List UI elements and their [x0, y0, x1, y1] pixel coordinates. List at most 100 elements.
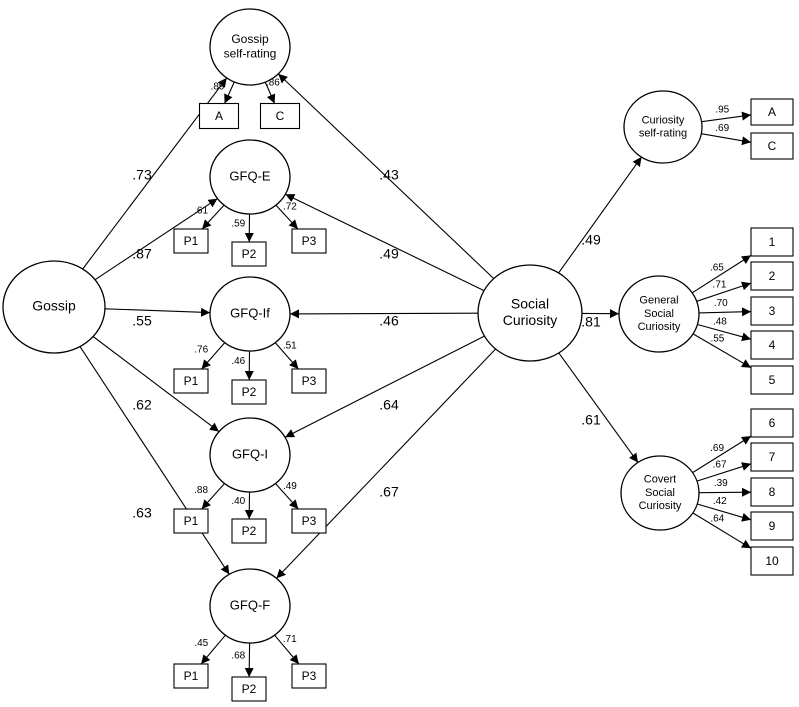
- gossip-self-rating-indicator-1-box: [198, 102, 240, 130]
- path-gossip-to-gfq-if-loading: .55: [132, 313, 152, 329]
- gfq-e-indicator-3-arrow: [275, 204, 299, 230]
- path-social-curiosity-to-gfq-if-loading: .46: [379, 313, 399, 329]
- node-gfq-i-label: GFQ-I: [232, 446, 268, 461]
- general-social-curiosity-indicator-5-label: 5: [769, 373, 776, 387]
- gfq-i-indicator-3-loading: .49: [283, 481, 297, 492]
- gfq-i-indicator-1-arrow: [201, 483, 225, 510]
- gfq-f-indicator-1-box: [173, 663, 209, 689]
- gfq-e-indicator-2: P2: [231, 241, 267, 267]
- edges-layer: [79, 73, 752, 678]
- gfq-f-indicator-2: P2: [231, 676, 267, 702]
- node-covert-social-curiosity-label-line-1: Covert: [644, 474, 676, 486]
- gfq-if-indicator-2-loading: .46: [231, 356, 245, 367]
- general-social-curiosity-indicator-5-loading: .55: [710, 334, 724, 345]
- path-social-curiosity-to-gossip-self-rating-arrow: [277, 73, 495, 279]
- general-social-curiosity-indicator-4: 4: [750, 330, 794, 360]
- gfq-e-indicator-1-box: [173, 228, 209, 254]
- gfq-i-indicator-2-loading: .40: [231, 496, 245, 507]
- gfq-if-indicator-2: P2: [231, 379, 267, 405]
- covert-social-curiosity-indicator-3-arrow: [698, 487, 752, 497]
- curiosity-self-rating-indicator-2-loading: .69: [715, 123, 729, 134]
- path-gossip-to-gfq-e-arrow: [94, 198, 218, 281]
- gfq-if-indicator-3-loading: .51: [283, 340, 297, 351]
- node-gossip-label: Gossip: [32, 298, 76, 314]
- covert-social-curiosity-indicator-1-arrow: [692, 435, 752, 474]
- path-gossip-to-gfq-if-arrow: [104, 307, 211, 317]
- path-social-curiosity-to-covert-social-curiosity-loading: .61: [581, 412, 601, 428]
- general-social-curiosity-indicator-5-box: [750, 365, 794, 395]
- node-gfq-if-shape: [209, 276, 291, 352]
- gossip-self-rating-indicator-1-label: A: [215, 109, 223, 123]
- gfq-if-indicator-1-box: [173, 368, 209, 394]
- path-gossip-to-gfq-f-arrow: [79, 346, 230, 575]
- general-social-curiosity-indicator-1: 1: [750, 227, 794, 257]
- gfq-i-indicator-1: P1: [173, 508, 209, 534]
- gossip-self-rating-indicator-1-loading: .89: [211, 81, 225, 92]
- curiosity-self-rating-indicator-1-box: [750, 98, 794, 126]
- gfq-e-indicator-1: P1: [173, 228, 209, 254]
- covert-social-curiosity-indicator-2-box: [750, 442, 794, 472]
- general-social-curiosity-indicator-4-box: [750, 330, 794, 360]
- curiosity-self-rating-indicator-2-arrow: [701, 133, 752, 146]
- node-gfq-f: GFQ-F: [209, 568, 291, 644]
- covert-social-curiosity-indicator-4-box: [750, 511, 794, 541]
- gfq-f-indicator-2-label: P2: [242, 682, 257, 696]
- node-gfq-e-shape: [209, 139, 291, 215]
- covert-social-curiosity-indicator-1-label: 6: [769, 416, 776, 430]
- covert-social-curiosity-indicator-5-arrow: [692, 512, 752, 549]
- gfq-f-indicator-1-label: P1: [184, 669, 199, 683]
- gfq-e-indicator-2-label: P2: [242, 247, 257, 261]
- general-social-curiosity-indicator-3-loading: .70: [714, 298, 728, 309]
- path-social-curiosity-to-gfq-f-arrow: [276, 348, 496, 579]
- general-social-curiosity-indicator-3: 3: [750, 296, 794, 326]
- general-social-curiosity-indicator-3-arrow: [698, 307, 752, 317]
- gfq-i-indicator-3-arrow: [275, 483, 299, 510]
- general-social-curiosity-indicator-2-label: 2: [769, 269, 776, 283]
- gfq-i-indicator-1-loading: .88: [194, 485, 208, 496]
- node-general-social-curiosity-label-line-1: General: [639, 295, 678, 307]
- node-gfq-e-label: GFQ-E: [229, 168, 270, 183]
- gfq-f-indicator-1-arrow: [200, 634, 226, 665]
- gfq-e-indicator-3: P3: [291, 228, 327, 254]
- node-covert-social-curiosity-label-line-3: Curiosity: [639, 500, 682, 512]
- covert-social-curiosity-indicator-3-loading: .39: [714, 478, 728, 489]
- path-social-curiosity-to-gfq-if-arrow: [289, 309, 479, 319]
- gfq-e-indicator-1-label: P1: [184, 234, 199, 248]
- gfq-f-indicator-2-loading: .68: [231, 651, 245, 662]
- gfq-e-indicator-1-arrow: [201, 204, 225, 230]
- general-social-curiosity-indicator-4-arrow: [697, 323, 752, 342]
- gfq-f-indicator-3: P3: [291, 663, 327, 689]
- path-social-curiosity-to-gfq-i-loading: .64: [379, 397, 399, 413]
- gfq-f-indicator-2-arrow: [244, 642, 254, 678]
- covert-social-curiosity-indicator-1: 6: [750, 408, 794, 438]
- covert-social-curiosity-indicator-3-label: 8: [769, 485, 776, 499]
- node-gossip-shape: [2, 260, 106, 354]
- gfq-e-indicator-3-label: P3: [302, 234, 317, 248]
- curiosity-self-rating-indicator-2-label: C: [768, 139, 777, 153]
- general-social-curiosity-indicator-2: 2: [750, 261, 794, 291]
- node-covert-social-curiosity-label-line-2: Social: [645, 487, 675, 499]
- covert-social-curiosity-indicator-2-label: 7: [769, 450, 776, 464]
- node-gfq-i-shape: [209, 417, 291, 493]
- covert-social-curiosity-indicator-2-loading: .67: [713, 459, 727, 470]
- gfq-if-indicator-3: P3: [291, 368, 327, 394]
- gossip-self-rating-indicator-2-label: C: [276, 109, 285, 123]
- path-gossip-to-gfq-i-loading: .62: [132, 397, 152, 413]
- gossip-self-rating-indicator-1-arrow: [224, 81, 235, 104]
- gfq-i-indicator-3-label: P3: [302, 514, 317, 528]
- gfq-e-indicator-3-loading: .72: [283, 202, 297, 213]
- path-social-curiosity-to-gfq-i-arrow: [284, 335, 485, 438]
- gfq-i-indicator-2: P2: [231, 518, 267, 544]
- covert-social-curiosity-indicator-3-box: [750, 477, 794, 507]
- gfq-if-indicator-3-box: [291, 368, 327, 394]
- node-curiosity-self-rating-label-line-1: Curiosity: [642, 114, 685, 126]
- covert-social-curiosity-indicator-5-box: [750, 546, 794, 576]
- covert-social-curiosity-indicator-4: 9: [750, 511, 794, 541]
- gossip-self-rating-indicator-2: C: [259, 102, 301, 130]
- gfq-if-indicator-2-box: [231, 379, 267, 405]
- node-curiosity-self-rating-shape: [623, 90, 703, 164]
- gfq-i-indicator-1-label: P1: [184, 514, 199, 528]
